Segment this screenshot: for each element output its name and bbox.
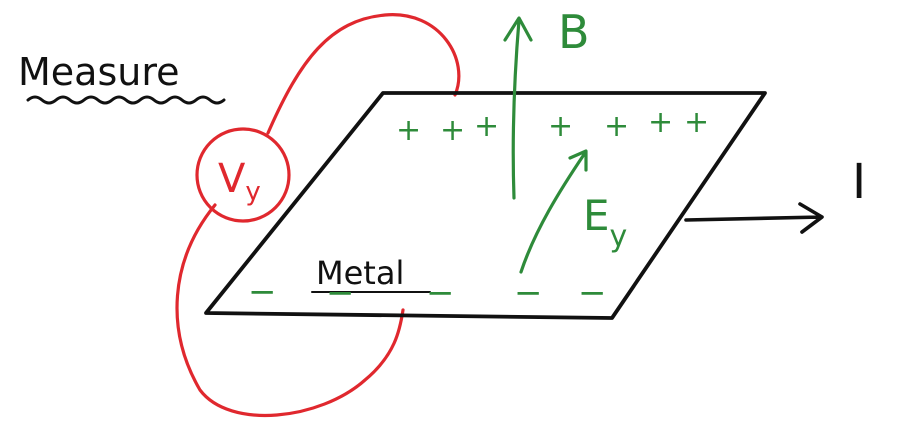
positive-charge: + — [648, 105, 673, 140]
ey-field-arrow — [519, 149, 588, 274]
metal-plate — [204, 91, 767, 320]
negative-charge: − — [326, 273, 355, 313]
negative-charges: − − − − − — [248, 272, 607, 313]
electric-field-label: Ey — [583, 191, 627, 254]
current-label: I — [852, 154, 866, 210]
voltmeter-label-sub: y — [245, 177, 260, 207]
negative-charge: − — [426, 273, 455, 313]
negative-charge: − — [514, 273, 543, 313]
positive-charges: + + + + + + + — [396, 105, 709, 148]
negative-charge: − — [578, 273, 607, 313]
electric-field-label-main: E — [583, 191, 610, 240]
voltmeter-label-main: V — [218, 156, 246, 202]
voltmeter-circle — [195, 127, 291, 223]
positive-charge: + — [396, 113, 421, 148]
current-arrow — [684, 202, 824, 234]
positive-charge: + — [440, 113, 465, 148]
positive-charge: + — [548, 109, 573, 144]
positive-charge: + — [684, 105, 709, 140]
measure-label: Measure — [18, 50, 180, 94]
b-field-arrow — [503, 16, 533, 200]
negative-charge: − — [248, 272, 277, 312]
electric-field-label-sub: y — [610, 219, 628, 254]
voltmeter-label: Vy — [218, 156, 261, 207]
magnetic-field-label: B — [558, 5, 590, 59]
voltmeter-wire-loop — [175, 13, 461, 417]
measure-underline — [26, 95, 226, 105]
positive-charge: + — [604, 109, 629, 144]
positive-charge: + — [474, 109, 499, 144]
material-label: Metal — [316, 254, 404, 292]
